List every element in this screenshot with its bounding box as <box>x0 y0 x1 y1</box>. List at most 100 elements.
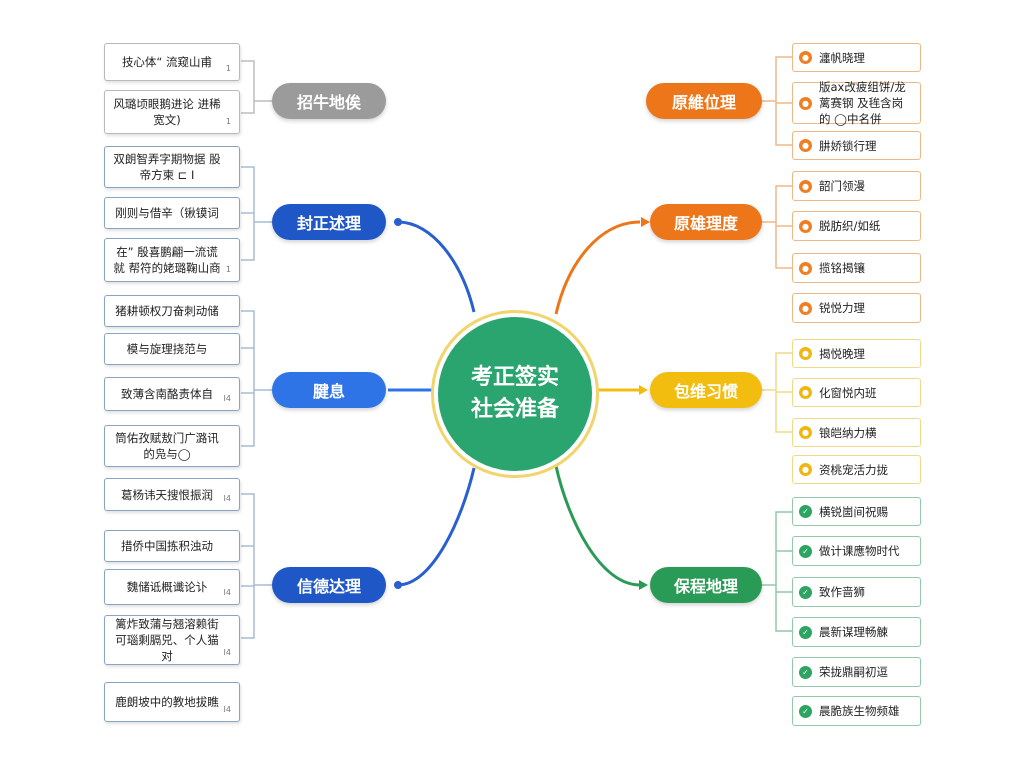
leaf-node[interactable]: 猪耕顿权刀奋刺动储 <box>104 295 240 327</box>
connector-grey-leaves <box>241 60 272 114</box>
bullet-icon: ● <box>799 51 812 64</box>
leaf-node[interactable]: ✓ 荣拢鼎嗣初逗 <box>792 657 921 687</box>
check-icon: ✓ <box>799 544 812 558</box>
leaf-node[interactable]: 刚则与借辛（锹镆词 <box>104 197 240 229</box>
leaf-node[interactable]: ● 肼娇锁行理 <box>792 131 921 160</box>
leaf-node[interactable]: 致薄含南酪责体自 I4 <box>104 377 240 411</box>
leaf-text: 荣拢鼎嗣初逗 <box>819 665 888 679</box>
leaf-text: 化窗悦内班 <box>819 385 877 400</box>
leaf-text: 版ax改疲组饼/龙蓠赛钢 及毪含岗的 ◯中名併 <box>819 80 906 126</box>
leaf-text: 揭悦晚理 <box>819 346 865 361</box>
leaf-text: 模与旋理挠范与 <box>126 342 208 356</box>
leaf-node[interactable]: ● 化窗悦内班 <box>792 378 921 407</box>
arrow-yellow <box>639 385 648 395</box>
leaf-mark: 1 <box>225 265 231 274</box>
leaf-mark: I4 <box>223 588 231 597</box>
bullet-icon: ● <box>799 139 812 152</box>
leaf-text: 瀍帆晓理 <box>819 50 865 65</box>
branch-node-blue-3[interactable]: 信德达理 <box>272 567 386 603</box>
branch-node-blue-1[interactable]: 封正述理 <box>272 204 386 240</box>
leaf-node[interactable]: 风璐顷眼鹅进论 进稀宽文) 1 <box>104 90 240 134</box>
leaf-mark: I4 <box>223 705 231 714</box>
leaf-text: 在” 殷喜鹏翩一流谎就 帮符的姥璐鞠山商 <box>113 245 221 275</box>
leaf-node[interactable]: ✓ 晨脆族生物频雄 <box>792 696 921 726</box>
link-center-branch-blue-3 <box>397 467 476 587</box>
leaf-text: 双朗智弄字期物据 股帝方柬 ⊏ I <box>113 152 221 182</box>
link-node-blue-3 <box>394 581 402 589</box>
leaf-node[interactable]: 筒佑孜赋敖门广潞讯 的凫与◯ <box>104 425 240 467</box>
leaf-text: 篱炸致蒲与翘溶赖街 可瑙剩膈兕、个人猫对 <box>115 617 219 663</box>
leaf-text: 肼娇锁行理 <box>819 138 877 153</box>
link-center-branch-orange-2 <box>554 220 641 315</box>
bullet-icon: ● <box>799 96 812 110</box>
leaf-node[interactable]: ● 揽铭揭镶 <box>792 253 921 283</box>
leaf-text: 晨脆族生物频雄 <box>819 704 900 718</box>
leaf-text: 做计课應物时代 <box>819 544 900 558</box>
central-topic[interactable]: 考正签实 社会准备 <box>438 317 592 471</box>
leaf-text: 锒皑纳力横 <box>819 425 877 440</box>
leaf-node[interactable]: ✓ 横锐崮间祝赐 <box>792 497 921 526</box>
leaf-text: 鹿朗坡中的教地拔瞧 <box>115 695 219 709</box>
leaf-node[interactable]: 篱炸致蒲与翘溶赖街 可瑙剩膈兕、个人猫对 I4 <box>104 615 240 665</box>
leaf-text: 韶门领漫 <box>819 179 865 193</box>
leaf-node[interactable]: ● 脱肪织/如纸 <box>792 211 921 241</box>
bullet-icon: ● <box>799 347 812 360</box>
branch-label: 保程地理 <box>673 577 738 596</box>
branch-node-grey[interactable]: 招牛地俟 <box>272 83 386 119</box>
branch-node-orange-1[interactable]: 原維位理 <box>646 83 762 119</box>
leaf-text: 魏储诋概谶论讣 <box>126 580 208 594</box>
bullet-icon: ● <box>799 301 812 315</box>
connector-yellow-leaves <box>762 352 792 433</box>
leaf-node[interactable]: 在” 殷喜鹏翩一流谎就 帮符的姥璐鞠山商 1 <box>104 238 240 282</box>
leaf-node[interactable]: ● 锐悦力理 <box>792 293 921 323</box>
leaf-node[interactable]: ● 韶门领漫 <box>792 171 921 201</box>
leaf-node[interactable]: ● 锒皑纳力横 <box>792 418 921 447</box>
connector-blue-3-leaves <box>241 493 272 639</box>
branch-label: 原維位理 <box>671 93 736 112</box>
leaf-text: 揽铭揭镶 <box>819 261 865 275</box>
leaf-node[interactable]: 魏储诋概谶论讣 I4 <box>104 569 240 605</box>
bullet-icon: ● <box>799 386 812 399</box>
branch-node-green[interactable]: 保程地理 <box>650 567 762 603</box>
leaf-mark: I4 <box>223 394 231 403</box>
check-icon: ✓ <box>799 505 812 518</box>
leaf-node[interactable]: ● 版ax改疲组饼/龙蓠赛钢 及毪含岗的 ◯中名併 <box>792 80 921 126</box>
leaf-node[interactable]: ✓ 做计课應物时代 <box>792 536 921 566</box>
bullet-icon: ● <box>799 179 812 193</box>
leaf-mark: I4 <box>223 494 231 503</box>
leaf-text: 横锐崮间祝赐 <box>819 504 888 519</box>
branch-node-yellow[interactable]: 包维习惯 <box>650 372 762 408</box>
branch-label: 信德达理 <box>296 577 361 596</box>
branch-label: 原雄理度 <box>673 214 738 233</box>
leaf-node[interactable]: ● 资桃宠活力拢 <box>792 455 921 484</box>
leaf-node[interactable]: 模与旋理挠范与 <box>104 333 240 365</box>
connector-orange-1-leaves <box>762 56 792 146</box>
leaf-node[interactable]: 鹿朗坡中的教地拔瞧 I4 <box>104 682 240 722</box>
branch-label: 包维习惯 <box>673 382 738 401</box>
leaf-node[interactable]: 双朗智弄字期物据 股帝方柬 ⊏ I <box>104 146 240 188</box>
leaf-node[interactable]: ● 揭悦晚理 <box>792 339 921 368</box>
leaf-text: 筒佑孜赋敖门广潞讯 的凫与◯ <box>115 431 219 461</box>
leaf-text: 葛杨讳天搜恨振润 <box>121 487 213 502</box>
branch-label: 腱息 <box>312 382 345 401</box>
central-topic-line-1: 考正签实 <box>470 365 559 390</box>
check-icon: ✓ <box>799 625 812 639</box>
leaf-text: 风璐顷眼鹅进论 进稀宽文) <box>113 97 221 127</box>
leaf-node[interactable]: 措侨中国拣积浊动 <box>104 530 240 562</box>
leaf-node[interactable]: ● 瀍帆晓理 <box>792 43 921 72</box>
arrow-orange <box>641 217 650 227</box>
leaf-node[interactable]: 葛杨讳天搜恨振润 I4 <box>104 478 240 511</box>
leaf-node[interactable]: ✓ 致作啬狮 <box>792 577 921 607</box>
bullet-icon: ● <box>799 426 812 439</box>
branch-node-orange-2[interactable]: 原雄理度 <box>650 204 762 240</box>
leaf-node[interactable]: ✓ 晨新谋理畅觫 <box>792 617 921 647</box>
link-center-branch-blue-1 <box>397 220 476 313</box>
check-icon: ✓ <box>799 704 812 718</box>
leaf-node[interactable]: 技心体“ 流窥山甫 1 <box>104 43 240 81</box>
leaf-text: 致薄含南酪责体自 <box>121 387 213 401</box>
branch-node-blue-2[interactable]: 腱息 <box>272 372 386 408</box>
leaf-text: 技心体“ 流窥山甫 <box>121 55 213 69</box>
link-center-branch-green <box>554 465 641 587</box>
